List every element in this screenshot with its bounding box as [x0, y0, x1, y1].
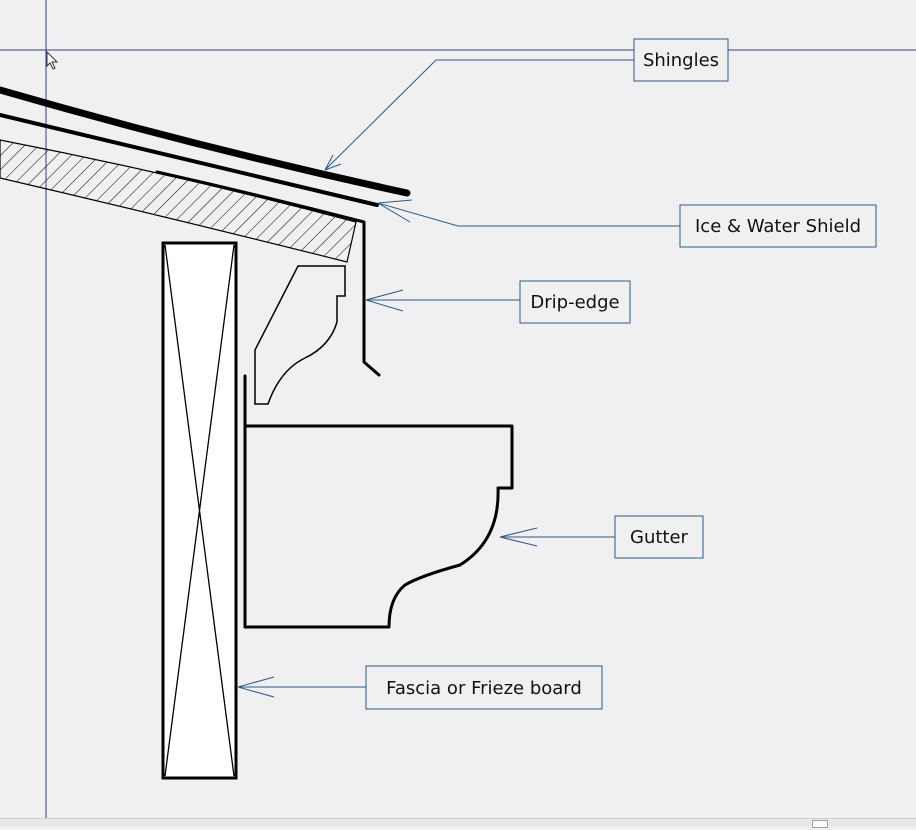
drip-edge-flashing — [155, 170, 381, 377]
label-fascia-text: Fascia or Frieze board — [386, 678, 582, 699]
scrollbar-thumb[interactable] — [812, 820, 828, 828]
label-ice-water-shield-text: Ice & Water Shield — [695, 216, 861, 237]
gutter-profile — [243, 424, 514, 629]
crown-molding — [254, 265, 346, 405]
label-gutter[interactable]: Gutter — [614, 515, 704, 559]
cursor-arrow-icon — [46, 50, 59, 70]
roof-sheathing — [0, 139, 357, 263]
fascia-cross-mark — [164, 244, 235, 777]
label-gutter-text: Gutter — [630, 527, 689, 548]
label-shingles[interactable]: Shingles — [633, 38, 729, 82]
label-drip-edge-text: Drip-edge — [530, 292, 619, 313]
drip-edge-leader — [365, 289, 520, 312]
shingle-layer-top — [0, 86, 411, 197]
shingles-leader — [324, 59, 634, 171]
shingle-layer-bottom — [0, 113, 379, 207]
label-shingles-text: Shingles — [643, 50, 719, 71]
ice-water-shield-leader — [377, 199, 680, 227]
label-ice-water-shield[interactable]: Ice & Water Shield — [679, 204, 877, 248]
label-drip-edge[interactable]: Drip-edge — [519, 280, 631, 324]
gutter-leader — [499, 527, 615, 547]
label-fascia[interactable]: Fascia or Frieze board — [365, 665, 603, 710]
fascia-leader — [237, 676, 366, 698]
